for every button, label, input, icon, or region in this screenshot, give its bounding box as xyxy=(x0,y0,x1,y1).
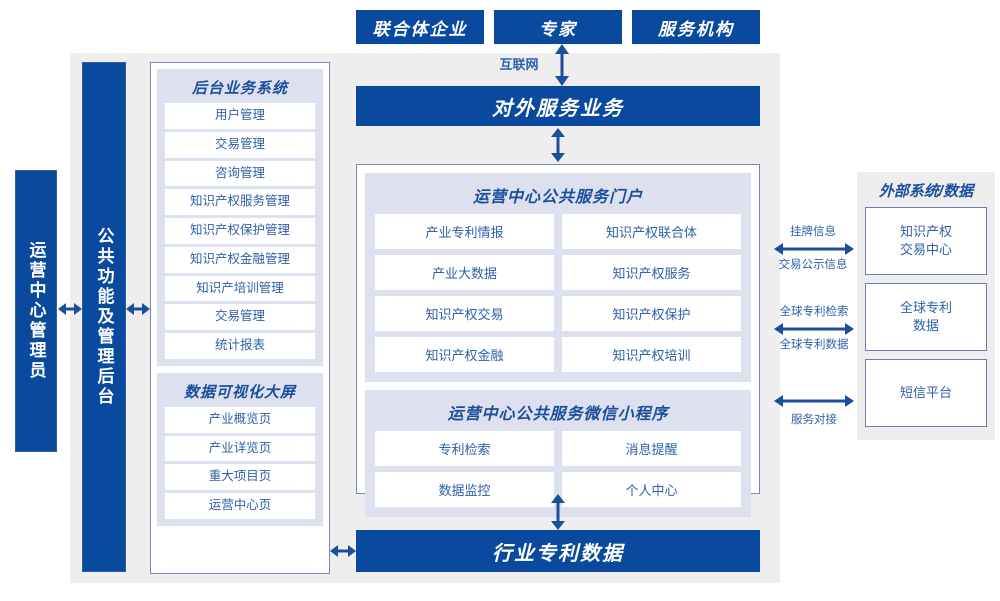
backend-modules-column: 后台业务系统 用户管理 交易管理 咨询管理 知识产权服务管理 知识产权保护管理 … xyxy=(150,62,330,574)
group-title: 运营中心公共服务微信小程序 xyxy=(447,406,669,423)
miniprogram-feature-grid: 专利检索 消息提醒 数据监控 个人中心 xyxy=(375,431,741,507)
external-box-global-patent-data[interactable]: 全球专利数据 xyxy=(865,283,987,351)
actor-box-consortium[interactable]: 联合体企业 xyxy=(356,10,484,44)
external-box-label: 知识产权交易中心 xyxy=(899,224,952,257)
feature-cell[interactable]: 产业专利情报 xyxy=(375,214,554,249)
industry-patent-data-bar[interactable]: 行业专利数据 xyxy=(356,530,760,572)
feature-cell[interactable]: 专利检索 xyxy=(375,431,554,466)
connection-label-bottom: 交易公示信息 xyxy=(778,259,848,271)
connection-label-top: 全球专利检索 xyxy=(779,306,849,318)
list-item[interactable]: 交易管理 xyxy=(165,131,315,158)
list-item[interactable]: 知识产权保护管理 xyxy=(165,218,315,244)
feature-cell[interactable]: 知识产权服务 xyxy=(562,255,741,290)
group-title: 数据可视化大屏 xyxy=(183,383,296,401)
group-wechat-miniprogram: 运营中心公共服务微信小程序 专利检索 消息提醒 数据监控 个人中心 xyxy=(365,390,751,517)
portal-to-data-arrow-icon xyxy=(546,494,570,530)
admin-to-modules-arrow-icon xyxy=(126,298,150,320)
group-title: 后台业务系统 xyxy=(191,80,288,97)
external-box-label: 短信平台 xyxy=(899,385,952,401)
operator-admin-label: 运营中心管理员 xyxy=(26,241,46,381)
list-item[interactable]: 产业详览页 xyxy=(165,435,315,462)
list-item[interactable]: 用户管理 xyxy=(165,103,315,129)
feature-cell[interactable]: 知识产权联合体 xyxy=(562,214,741,249)
internet-label: 互联网 xyxy=(499,57,539,72)
group-public-service-portal: 运营中心公共服务门户 产业专利情报 知识产权联合体 产业大数据 知识产权服务 知… xyxy=(365,173,751,382)
group-title: 运营中心公共服务门户 xyxy=(472,189,643,206)
feature-cell[interactable]: 消息提醒 xyxy=(562,431,741,466)
list-item[interactable]: 交易管理 xyxy=(165,304,315,330)
portal-feature-grid: 产业专利情报 知识产权联合体 产业大数据 知识产权服务 知识产权交易 知识产权保… xyxy=(375,214,741,372)
external-systems-panel: 外部系统/数据 知识产权交易中心 全球专利数据 短信平台 xyxy=(857,172,995,440)
public-function-admin-bar[interactable]: 公共功能及管理后台 xyxy=(82,62,126,572)
group-data-visualization-screen: 数据可视化大屏 产业概览页 产业详览页 重大项目页 运营中心页 xyxy=(157,372,323,526)
actor-box-service-org[interactable]: 服务机构 xyxy=(632,10,760,44)
group-backend-business-system: 后台业务系统 用户管理 交易管理 咨询管理 知识产权服务管理 知识产权保护管理 … xyxy=(157,69,323,366)
feature-cell[interactable]: 个人中心 xyxy=(562,472,741,507)
public-function-admin-label: 公共功能及管理后台 xyxy=(94,227,114,407)
external-systems-title: 外部系统/数据 xyxy=(878,183,974,200)
actor-box-expert[interactable]: 专家 xyxy=(494,10,622,44)
actor-label: 联合体企业 xyxy=(372,19,468,39)
feature-cell[interactable]: 知识产权培训 xyxy=(562,337,741,372)
feature-cell[interactable]: 知识产权金融 xyxy=(375,337,554,372)
external-service-bar[interactable]: 对外服务业务 xyxy=(356,86,760,126)
portal-container: 运营中心公共服务门户 产业专利情报 知识产权联合体 产业大数据 知识产权服务 知… xyxy=(356,164,760,517)
connection-label-bottom: 全球专利数据 xyxy=(779,339,849,351)
external-box-ip-exchange-center[interactable]: 知识产权交易中心 xyxy=(865,207,987,275)
actor-label: 服务机构 xyxy=(658,19,734,39)
list-item[interactable]: 重大项目页 xyxy=(165,464,315,490)
list-item[interactable]: 知识产权金融管理 xyxy=(165,246,315,273)
list-item[interactable]: 知识产培训管理 xyxy=(165,275,315,302)
feature-cell[interactable]: 数据监控 xyxy=(375,472,554,507)
operator-to-admin-arrow-icon xyxy=(58,298,82,320)
list-item[interactable]: 知识产权服务管理 xyxy=(165,189,315,215)
feature-cell[interactable]: 产业大数据 xyxy=(375,255,554,290)
list-item[interactable]: 咨询管理 xyxy=(165,160,315,187)
connection-label-bottom: 服务对接 xyxy=(791,414,837,426)
list-item[interactable]: 产业概览页 xyxy=(165,406,315,433)
list-item[interactable]: 运营中心页 xyxy=(165,493,315,519)
operator-admin-bar[interactable]: 运营中心管理员 xyxy=(15,170,57,452)
feature-cell[interactable]: 知识产权交易 xyxy=(375,296,554,331)
external-box-label: 全球专利数据 xyxy=(899,300,952,333)
connection-arrow-icon-sms xyxy=(774,392,854,410)
connection-label-top: 挂牌信息 xyxy=(790,226,836,238)
feature-cell[interactable]: 知识产权保护 xyxy=(562,296,741,331)
list-item[interactable]: 统计报表 xyxy=(165,333,315,359)
connection-arrow-icon-exchange xyxy=(774,240,854,258)
actor-label: 专家 xyxy=(539,19,577,39)
external-box-sms-platform[interactable]: 短信平台 xyxy=(865,359,987,427)
internet-arrow-icon xyxy=(550,44,574,86)
industry-patent-data-label: 行业专利数据 xyxy=(492,542,624,565)
modules-to-data-arrow-icon xyxy=(330,540,356,562)
external-service-label: 对外服务业务 xyxy=(492,97,624,120)
connection-arrow-icon-patent xyxy=(774,320,854,338)
service-to-portal-arrow-icon xyxy=(546,128,570,162)
